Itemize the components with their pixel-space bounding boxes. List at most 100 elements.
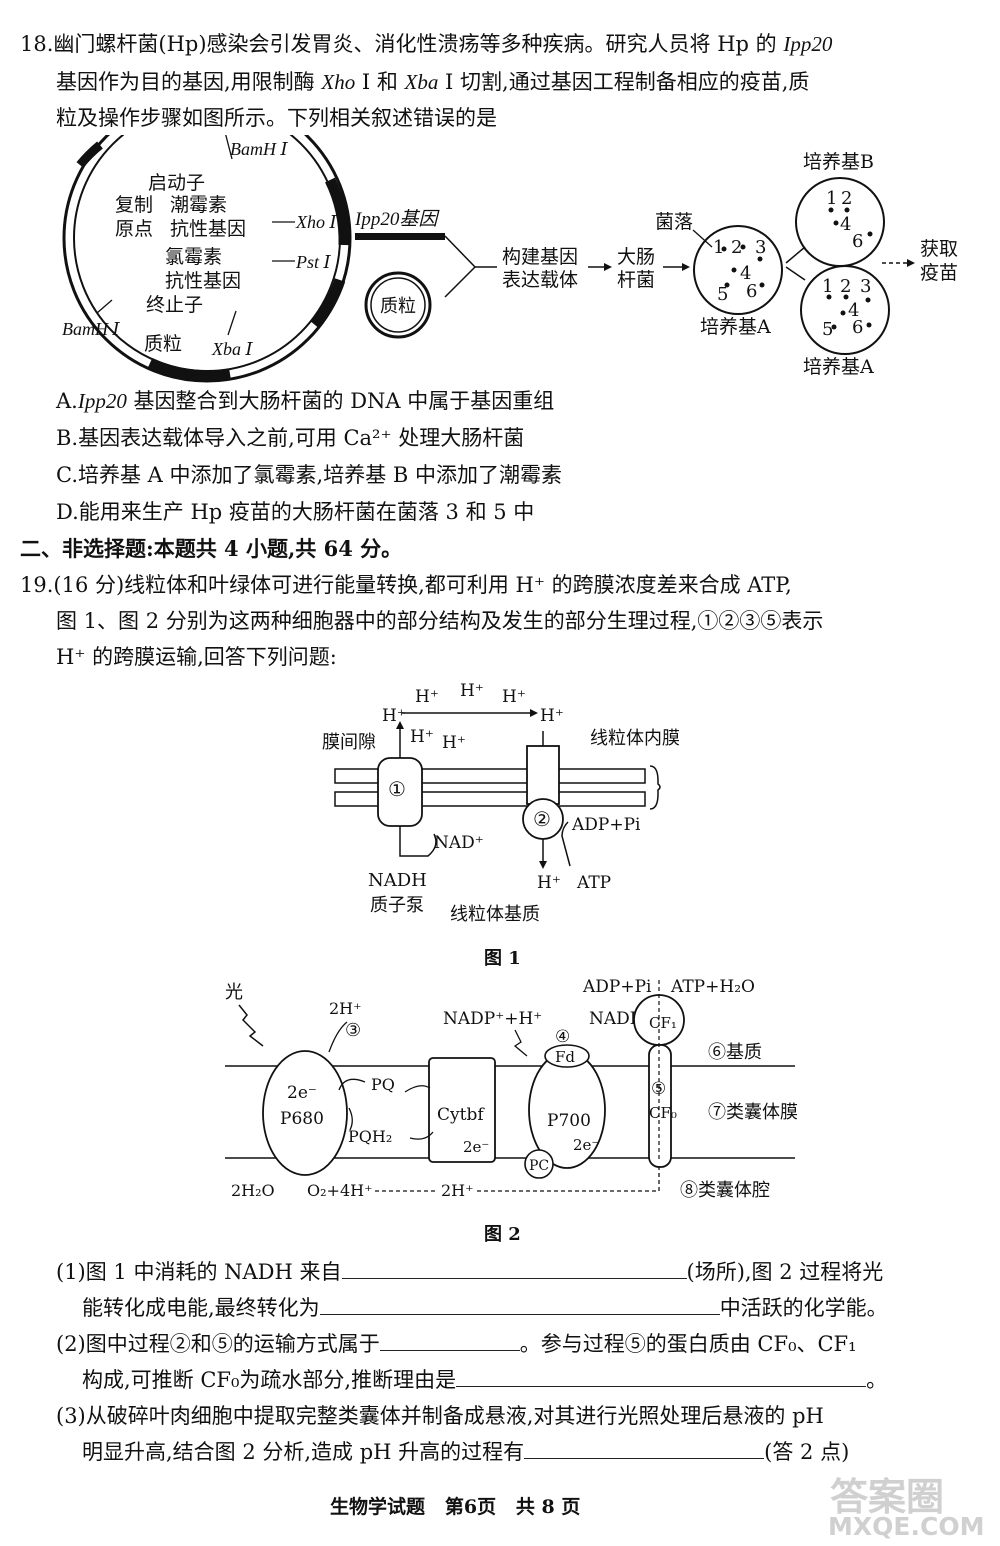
stroma-label: ⑥基质 [708,1042,762,1063]
watermark-url: MXQE.COM [828,1512,985,1541]
svg-text:Fd: Fd [555,1048,575,1066]
bamh1-bottom-label: BamH Ⅰ [62,319,120,339]
terminator-label: 终止子 [146,294,203,316]
sub3-line-2: 明显升高,结合图 2 分析,造成 pH 升高的过程有(答 2 点) [82,1438,850,1464]
section-heading: 二、非选择题:本题共 4 小题,共 64 分。 [20,536,403,561]
colony-label: 菌落 [655,211,693,233]
q18-line-1: 18.幽门螺杆菌(Hp)感染会引发胃炎、消化性溃疡等多种疾病。研究人员将 Hp … [20,32,833,56]
intermembrane-label: 膜间隙 [322,732,376,753]
merge-lines [444,235,477,298]
svg-text:H⁺: H⁺ [540,706,564,726]
medium-a-dish [693,225,783,315]
inner-membrane-label: 线粒体内膜 [590,728,680,749]
svg-text:6: 6 [852,317,863,338]
svg-text:CF₀: CF₀ [649,1104,677,1122]
promoter-label: 启动子 [148,172,205,194]
get-vaccine-1: 获取 [920,238,958,260]
svg-text:ADP+Pi: ADP+Pi [571,815,641,835]
nadh-label: NADH [368,870,427,891]
option-d: D.能用来生产 Hp 疫苗的大肠杆菌在菌落 3 和 5 中 [56,500,535,524]
svg-text:NAD⁺: NAD⁺ [434,833,484,853]
answer-blank-1[interactable] [341,1258,687,1279]
svg-text:H⁺: H⁺ [382,706,406,726]
answer-blank-3[interactable] [379,1330,520,1351]
lumen-label: ⑧类囊体腔 [680,1180,770,1201]
q18-line-3: 粒及操作步骤如图所示。下列相关叙述错误的是 [56,106,497,130]
pump-label: 质子泵 [370,895,424,916]
answer-blank-2[interactable] [319,1294,720,1315]
svg-text:2: 2 [840,276,851,297]
get-vaccine-2: 疫苗 [920,262,958,284]
option-a: A.Ipp20 基因整合到大肠杆菌的 DNA 中属于基因重组 [56,389,555,413]
chl-label-2: 抗性基因 [165,270,241,292]
medium-a-label: 培养基A [700,316,771,338]
option-c: C.培养基 A 中添加了氯霉素,培养基 B 中添加了潮霉素 [56,463,562,487]
chl-label-1: 氯霉素 [165,246,222,268]
membrane-brace [649,765,661,810]
p680-complex [262,1050,348,1176]
build-vector-1: 构建基因 [502,246,578,268]
neo-segment [76,141,103,168]
svg-text:H⁺: H⁺ [410,727,434,747]
medium-a2-label: 培养基A [803,356,874,378]
plasmid-small-inner [370,277,426,333]
answer-blank-5[interactable] [524,1438,765,1459]
medium-b-label: 培养基B [803,151,874,173]
sub1-line-2: 能转化成电能,最终转化为中活跃的化学能。 [82,1294,888,1320]
svg-text:PC: PC [529,1158,549,1174]
svg-text:2e⁻: 2e⁻ [463,1138,489,1156]
svg-text:6: 6 [746,281,757,302]
svg-text:H⁺: H⁺ [415,687,439,707]
q18-line-2: 基因作为目的基因,用限制酶 Xho Ⅰ 和 Xba Ⅰ 切割,通过基因工程制备相… [56,70,810,94]
svg-text:①: ① [388,777,406,801]
figure-2: 光 2H⁺ ③ ADP+Pi ATP+H₂O NADP⁺+H⁺ NADPH ④ … [225,977,798,1201]
svg-text:ATP: ATP [576,873,611,893]
svg-text:H⁺: H⁺ [502,687,526,707]
figure-1-caption: 图 1 [484,948,521,969]
xba-pointer [227,310,237,336]
matrix-label: 线粒体基质 [450,904,540,925]
svg-text:2: 2 [841,188,852,209]
svg-text:ATP+H₂O: ATP+H₂O [670,977,755,997]
svg-text:PQH₂: PQH₂ [348,1127,392,1146]
chl-gene-segment [325,177,350,246]
svg-text:3: 3 [755,237,766,258]
svg-text:1: 1 [822,276,833,297]
xho1-label: Xho Ⅰ [295,212,337,232]
plasmid-circle-label: 质粒 [380,296,416,317]
q19-line-3: H⁺ 的跨膜运输,回答下列问题: [56,645,337,669]
svg-text:2H⁺: 2H⁺ [441,1181,474,1200]
bamh1-bottom-pointer [96,299,113,314]
svg-text:ADP+Pi: ADP+Pi [582,977,652,997]
answer-blank-4[interactable] [456,1366,867,1387]
svg-text:4: 4 [740,263,751,284]
ipp20-gene-bar [355,233,445,240]
svg-text:④: ④ [555,1027,570,1047]
svg-text:P700: P700 [547,1111,591,1131]
plasmid-small-outer [364,271,432,339]
membrane-upper [334,768,646,784]
sub3-line-1: (3)从破碎叶肉细胞中提取完整类囊体并制备成悬液,对其进行光照处理后悬液的 pH [56,1404,824,1428]
cytbf-complex [428,1057,496,1163]
ori-segment [147,357,231,382]
thylakoid-membrane-label: ⑦类囊体膜 [708,1102,798,1123]
svg-text:5: 5 [717,284,728,305]
svg-text:③: ③ [345,1020,361,1041]
svg-text:PQ: PQ [371,1075,395,1094]
svg-text:H⁺: H⁺ [537,873,561,893]
svg-text:O₂+4H⁺: O₂+4H⁺ [307,1181,373,1200]
svg-text:5: 5 [822,319,833,340]
ori-label-2: 原点 [115,218,153,240]
page-footer: 生物学试题 第6页 共 8 页 [330,1496,581,1518]
svg-text:Cytbf: Cytbf [437,1105,485,1125]
membrane-lower [334,791,646,807]
q19-line-1: 19.(16 分)线粒体和叶绿体可进行能量转换,都可利用 H⁺ 的跨膜浓度差来合… [20,573,792,597]
light-zigzag [238,1004,264,1047]
svg-text:⑤: ⑤ [651,1079,666,1099]
build-vector-2: 表达载体 [502,269,578,291]
light-label: 光 [225,982,243,1003]
svg-text:4: 4 [848,300,859,321]
xba1-label: Xba Ⅰ [211,339,253,359]
q19-line-2: 图 1、图 2 分别为这两种细胞器中的部分结构及发生的部分生理过程,①②③⑤表示 [56,609,824,633]
svg-text:H⁺: H⁺ [460,681,484,701]
